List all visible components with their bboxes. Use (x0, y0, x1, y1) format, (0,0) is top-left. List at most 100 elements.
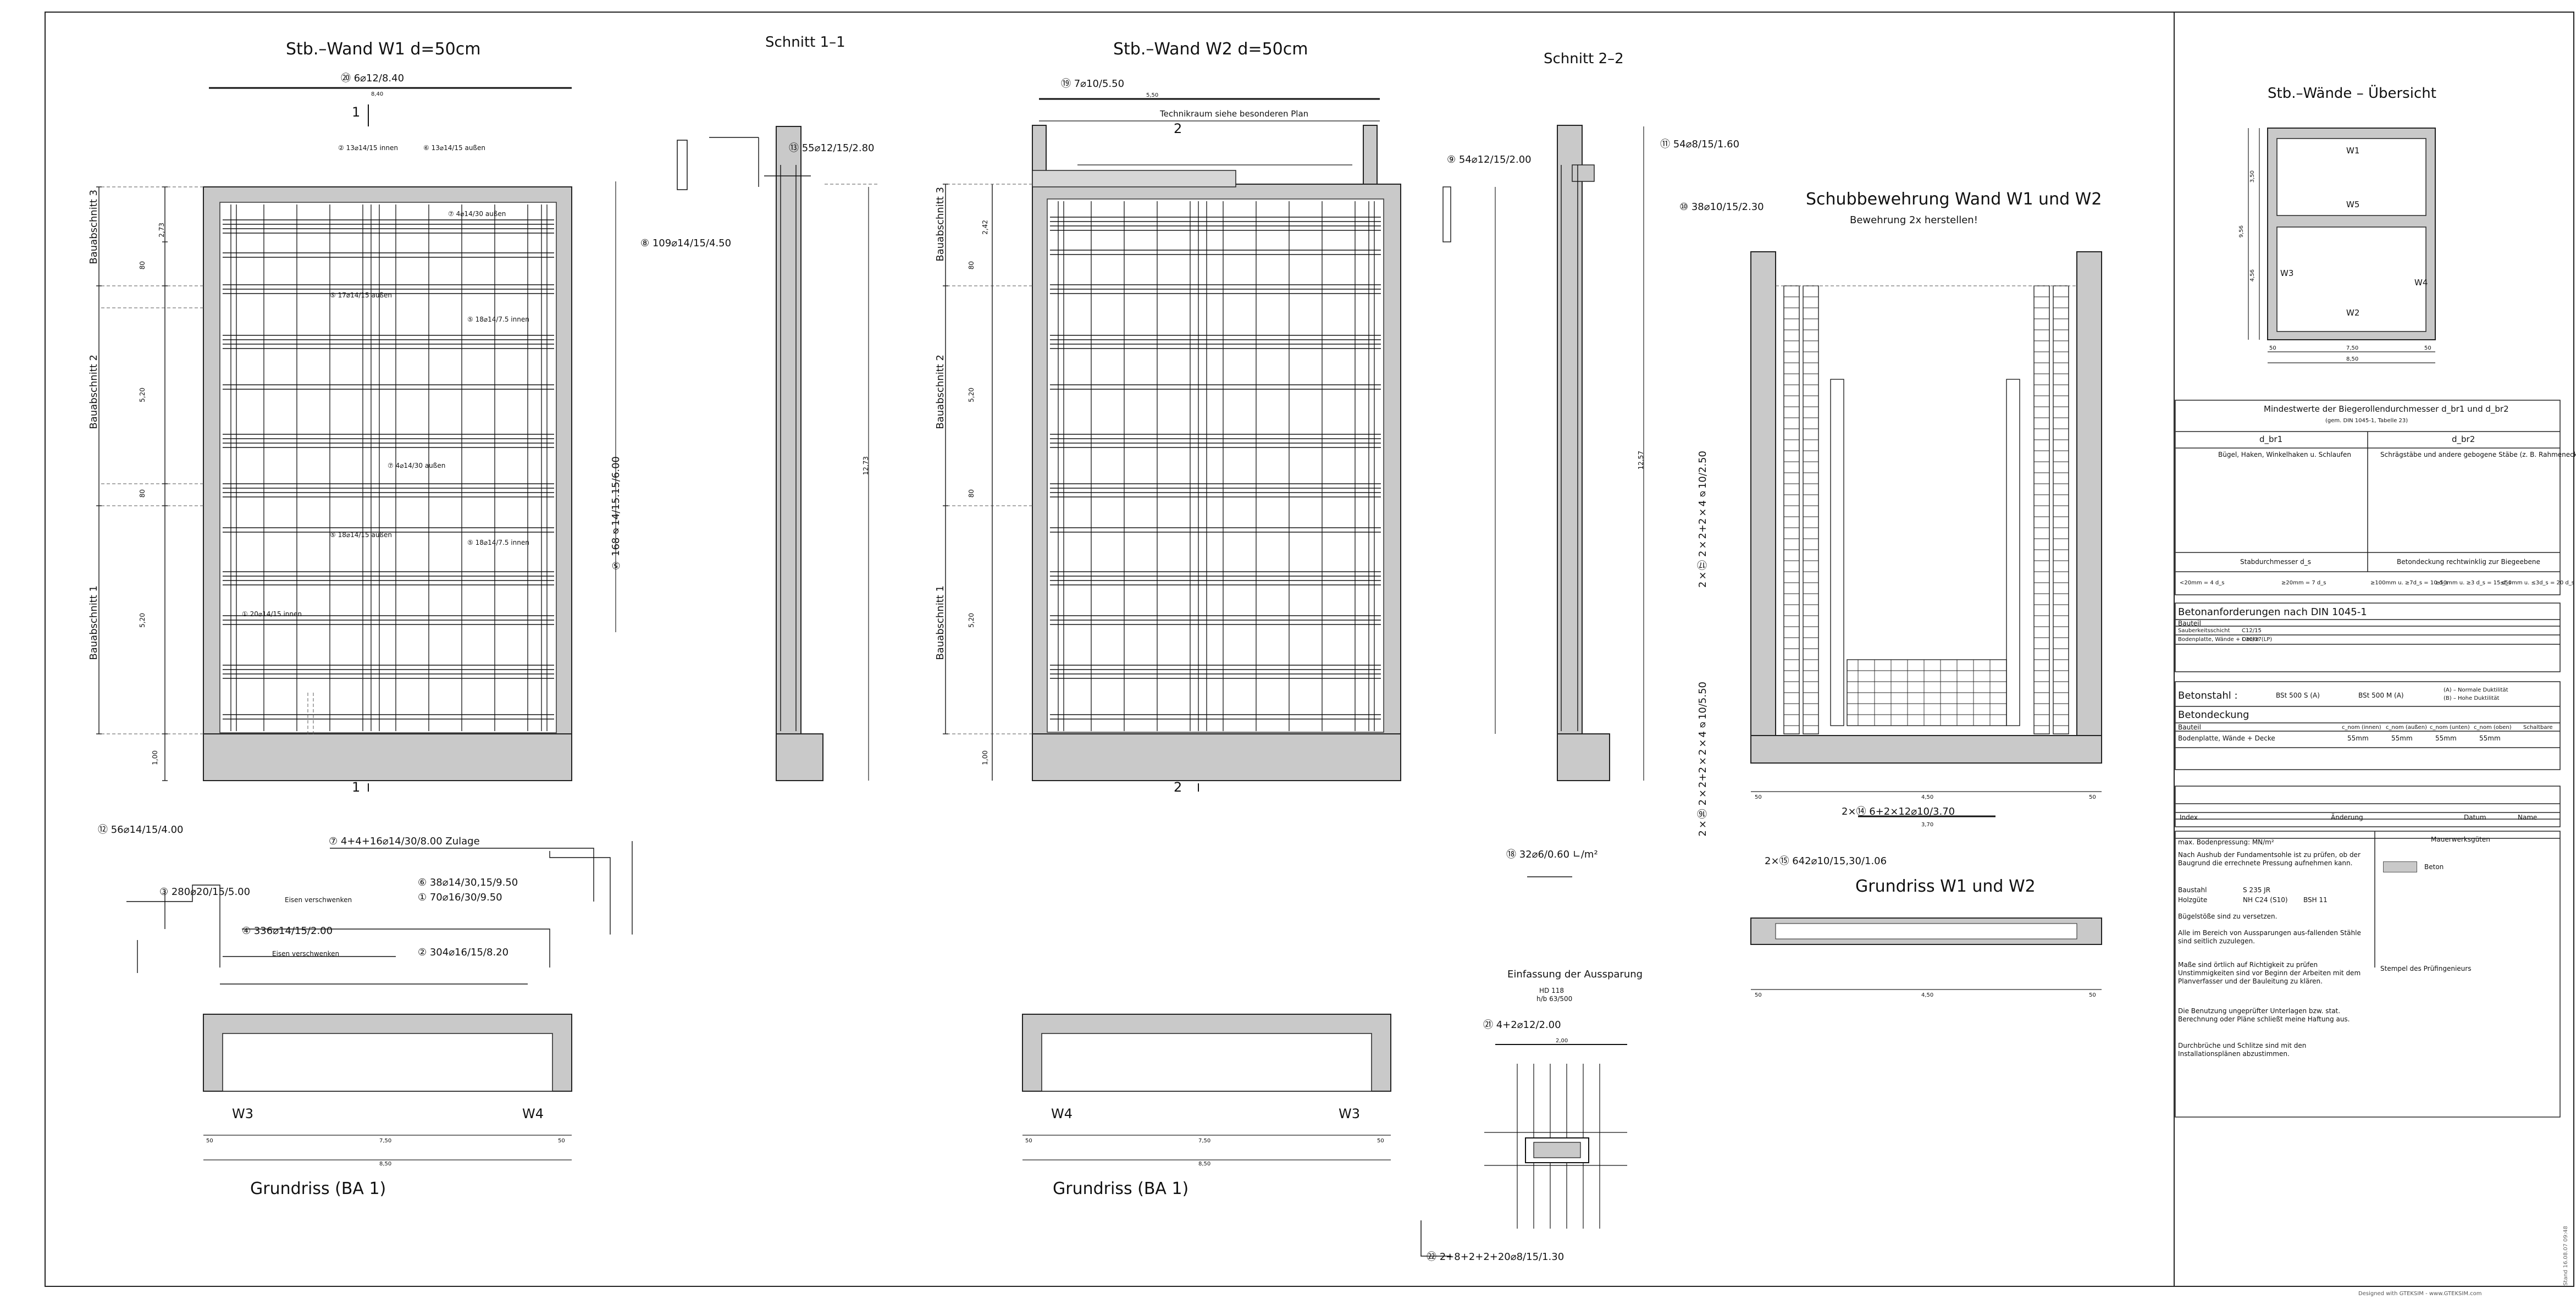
holz-label: Holzgüte (2178, 896, 2208, 904)
holz-value: NH C24 (S10) (2243, 896, 2288, 904)
overview-wall-label: W5 (2346, 200, 2360, 209)
revision-col: Änderung (2331, 814, 2363, 821)
shear-subtitle: Bewehrung 2x herstellen! (1850, 214, 1978, 226)
plan-ba1-left-bar: ② 304⌀16/15/8.20 (418, 947, 509, 958)
opening-title: Einfassung der Aussparung (1507, 969, 1643, 980)
plan-ba1-left-note: Eisen verschwenken (272, 950, 340, 958)
plan-w1w2-dim: 4,50 (1921, 992, 1934, 998)
plan-ba1-left-dim: 50 (558, 1138, 565, 1144)
plan-ba1-left-bar: ④ 336⌀14/15/2.00 (242, 925, 333, 937)
wall-w1-dim: 2,73 (158, 223, 165, 237)
section-1-bar: ⑧ 109⌀14/15/4.50 (640, 237, 732, 249)
steel-opt: BSt 500 S (A) (2276, 692, 2320, 699)
overview-dim: 7,50 (2346, 345, 2359, 351)
section-1-bar: ⑤ 168⌀14/15.15/6.00 (610, 456, 622, 571)
concrete-class: C12/15 (2242, 628, 2262, 634)
info-value: ≥100mm u. ≥7d_s = 10 d_s (2370, 580, 2448, 586)
note-3: Maße sind örtlich auf Richtigkeit zu prü… (2178, 961, 2361, 985)
bar-label: ⑤ 18⌀14/7.5 innen (467, 539, 529, 546)
holz-value2: BSH 11 (2303, 896, 2328, 904)
bar-label: ② 13⌀14/15 innen (338, 144, 398, 152)
cover-col: c_nom (unten) (2430, 725, 2470, 731)
wall-w2-dim: 5,20 (968, 613, 975, 628)
side-stamp: Stand 16.08.07 09:48 (2563, 1226, 2569, 1286)
legend-beton: Beton (2424, 863, 2444, 871)
cover-val: 55mm (2479, 734, 2501, 742)
plan-ba1-right-title: Grundriss (BA 1) (1053, 1179, 1189, 1198)
note-5: Durchbrüche und Schlitze sind mit den In… (2178, 1042, 2307, 1058)
cover-val: 55mm (2435, 734, 2457, 742)
section-1-title: Schnitt 1–1 (765, 34, 845, 51)
info-subtitle: (gem. DIN 1045-1, Tabelle 23) (2325, 418, 2408, 424)
steel-title: Betonstahl : (2178, 690, 2238, 701)
wall-w1-top-dim: 8,40 (371, 91, 384, 97)
bar-label: ⑤ 18⌀14/15 außen (330, 531, 392, 539)
shear-bar: 2×⑯ 2×2+2×2×4⌀10/5.50 (1697, 682, 1709, 837)
baustahl-value: S 235 JR (2243, 886, 2271, 894)
shear-title: Schubbewehrung Wand W1 und W2 (1806, 190, 2102, 209)
opening-sub2: h/b 63/500 (1536, 995, 1573, 1003)
shear-dim: 50 (1755, 794, 1762, 800)
section-1-bar: ⑬ 55⌀12/15/2.80 (789, 142, 875, 154)
masonry-label: Mauerwerksgüten (2431, 836, 2490, 843)
bar-label: ⑤ 17⌀14/15 außen (330, 291, 392, 299)
cover-val: 55mm (2347, 734, 2369, 742)
wall-w2-dim: 80 (968, 489, 975, 498)
steel-opt: BSt 500 M (A) (2358, 692, 2404, 699)
wall-w1-section-mark-top: 1 (352, 104, 361, 120)
cover-row: Bodenplatte, Wände + Decke (2178, 734, 2275, 742)
bar-label: ⑤ 18⌀14/7.5 innen (467, 316, 529, 323)
stamp-label: Stempel des Prüfingenieurs (2380, 965, 2472, 972)
wall-w1-dim: 80 (139, 261, 146, 270)
wall-w1-section-mark-bottom: 1 (352, 780, 361, 795)
wall-w2-dim: 1,00 (981, 750, 989, 765)
section-1-dim: 12,73 (862, 456, 870, 476)
plan-ba1-left-bar: ① 70⌀16/30/9.50 (418, 892, 502, 903)
bar-label: ① 20⌀14/15 innen (242, 610, 302, 618)
concrete-row: Bodenplatte, Wände + Decke (2178, 637, 2259, 643)
overview-dim: 3,50 (2249, 170, 2256, 183)
section-2-bar: ⑨ 54⌀12/15/2.00 (1447, 154, 1532, 165)
shear-bar: 2×⑰ 2×2+2×4⌀10/2.50 (1697, 451, 1709, 588)
soil-note: Nach Aushub der Fundamentsohle ist zu pr… (2178, 851, 2361, 867)
wall-w2-section-mark-bottom: 2 (1174, 780, 1182, 795)
shear-bar: 2×⑭ 6+2×12⌀10/3.70 (1842, 806, 1955, 817)
wall-w2-section-mark-top: 2 (1174, 121, 1182, 136)
info-value: ≥20mm = 7 d_s (2281, 580, 2326, 586)
plan-ba1-right-dim: 8,50 (1198, 1161, 1211, 1167)
plan-ba1-left-title: Grundriss (BA 1) (250, 1179, 386, 1198)
opening-sub1: HD 118 (1539, 987, 1564, 994)
info-value: ≤50mm u. ≤3d_s = 20 d_s (2500, 580, 2574, 586)
overview-dim: 9,56 (2238, 225, 2245, 238)
overview-drawing (2248, 128, 2436, 363)
shear-dim: 4,50 (1921, 794, 1934, 800)
opening-bar: ㉒ 2+8+2+2+20⌀8/15/1.30 (1427, 1251, 1565, 1263)
info-col1-head: d_br1 (2259, 434, 2283, 444)
wall-w2-dim: 2,42 (981, 220, 989, 235)
wall-w2-dim: 5,20 (968, 388, 975, 402)
wall-w1-dim: 1,00 (151, 750, 159, 765)
plan-ba1-left-drawing (126, 841, 633, 1160)
info-row-a: Stabdurchmesser d_s (2240, 558, 2311, 566)
plan-w1w2-dim: 50 (2089, 992, 2096, 998)
plan-ba1-left-bar: ⑥ 38⌀14/30,15/9.50 (418, 877, 518, 888)
cover-title: Betondeckung (2178, 709, 2249, 721)
cover-col: c_nom (außen) (2386, 725, 2427, 731)
plan-ba1-right-wall: W3 (1339, 1106, 1360, 1121)
overview-wall-label: W3 (2280, 268, 2294, 278)
title-block-lines (2175, 400, 2561, 1118)
cover-head: Bauteil (2178, 723, 2201, 731)
cover-col: c_nom (oben) (2474, 725, 2512, 731)
wall-w1-elevation (96, 87, 572, 792)
wall-w2-title: Stb.–Wand W2 d=50cm (1113, 40, 1308, 59)
wall-w2-zone-1: Bauabschnitt 1 (935, 585, 946, 660)
revision-col: Name (2518, 814, 2538, 821)
overview-dim: 4,56 (2249, 269, 2256, 282)
plan-ba1-right-wall: W4 (1051, 1106, 1073, 1121)
revision-col: Index (2180, 814, 2198, 821)
concrete-title: Betonanforderungen nach DIN 1045-1 (2178, 606, 2367, 618)
wall-w2-zone-2: Bauabschnitt 2 (935, 355, 946, 429)
overview-wall-label: W4 (2414, 278, 2428, 288)
note-2: Alle im Bereich von Aussparungen aus-fal… (2178, 929, 2361, 945)
wall-w1-dim: 5,20 (139, 613, 146, 628)
